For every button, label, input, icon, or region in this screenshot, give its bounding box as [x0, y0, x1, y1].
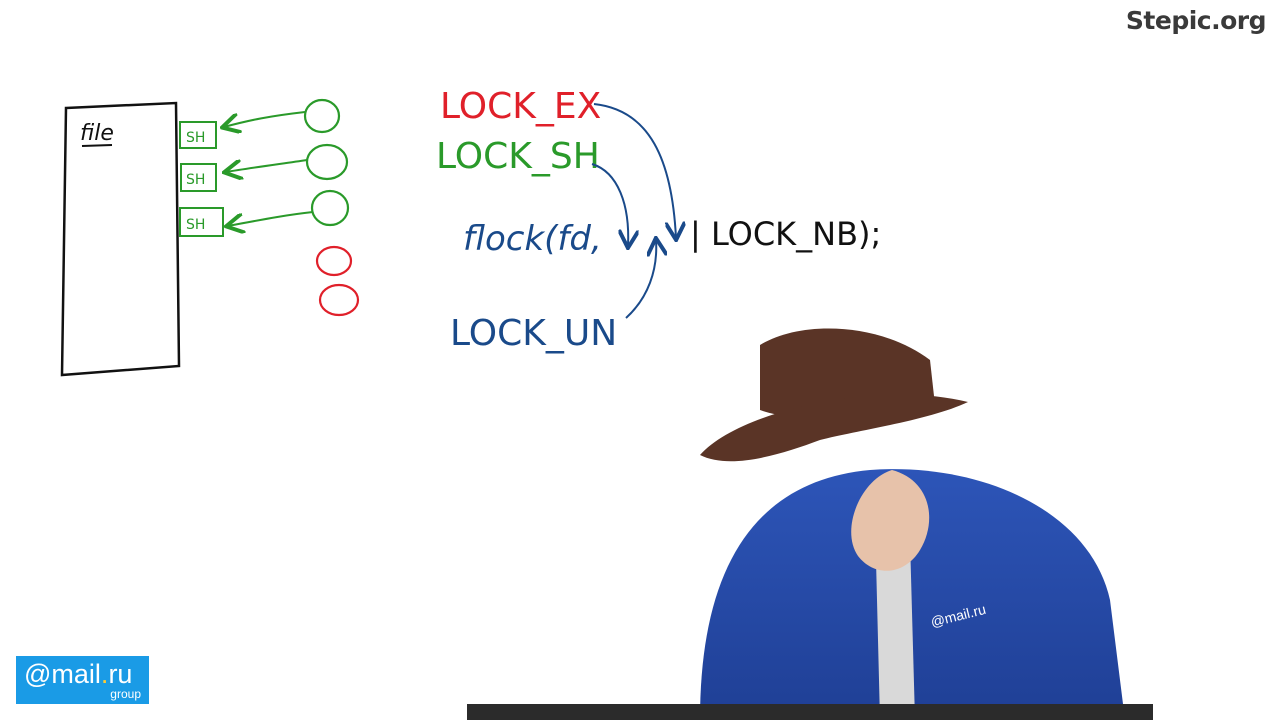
- sh-lock-label: SH: [186, 172, 205, 188]
- waiting-process-circle: [315, 245, 353, 277]
- presenter: @mail.ru: [700, 328, 1125, 720]
- sh-lock-2: SH: [180, 163, 217, 192]
- lock-nb-flag: | LOCK_NB);: [690, 215, 881, 253]
- process-circle: [305, 143, 349, 181]
- green-arrow: [228, 211, 314, 226]
- stepic-watermark: Stepic.org: [1125, 6, 1267, 35]
- process-circle: [310, 189, 350, 227]
- green-arrow: [226, 159, 308, 172]
- process-circle: [303, 98, 341, 134]
- blue-arrow: [625, 240, 656, 319]
- waiting-process-circle: [318, 283, 360, 317]
- file-box: [60, 101, 181, 377]
- lock-ex-label: LOCK_EX: [440, 86, 601, 127]
- keyboard: [467, 704, 1153, 720]
- mailru-group-logo: @mail.ru group: [16, 656, 149, 704]
- blue-arrow: [591, 163, 628, 246]
- flock-call: flock(fd,: [463, 219, 602, 259]
- file-label: file: [80, 121, 114, 146]
- sh-lock-label: SH: [186, 130, 205, 146]
- blue-arrow: [593, 103, 676, 238]
- sh-lock-3: SH: [179, 207, 224, 237]
- green-arrow: [224, 111, 306, 127]
- sh-lock-1: SH: [179, 121, 217, 149]
- lock-un-label: LOCK_UN: [450, 313, 617, 354]
- lock-sh-label: LOCK_SH: [436, 136, 600, 177]
- sh-lock-label: SH: [186, 217, 205, 233]
